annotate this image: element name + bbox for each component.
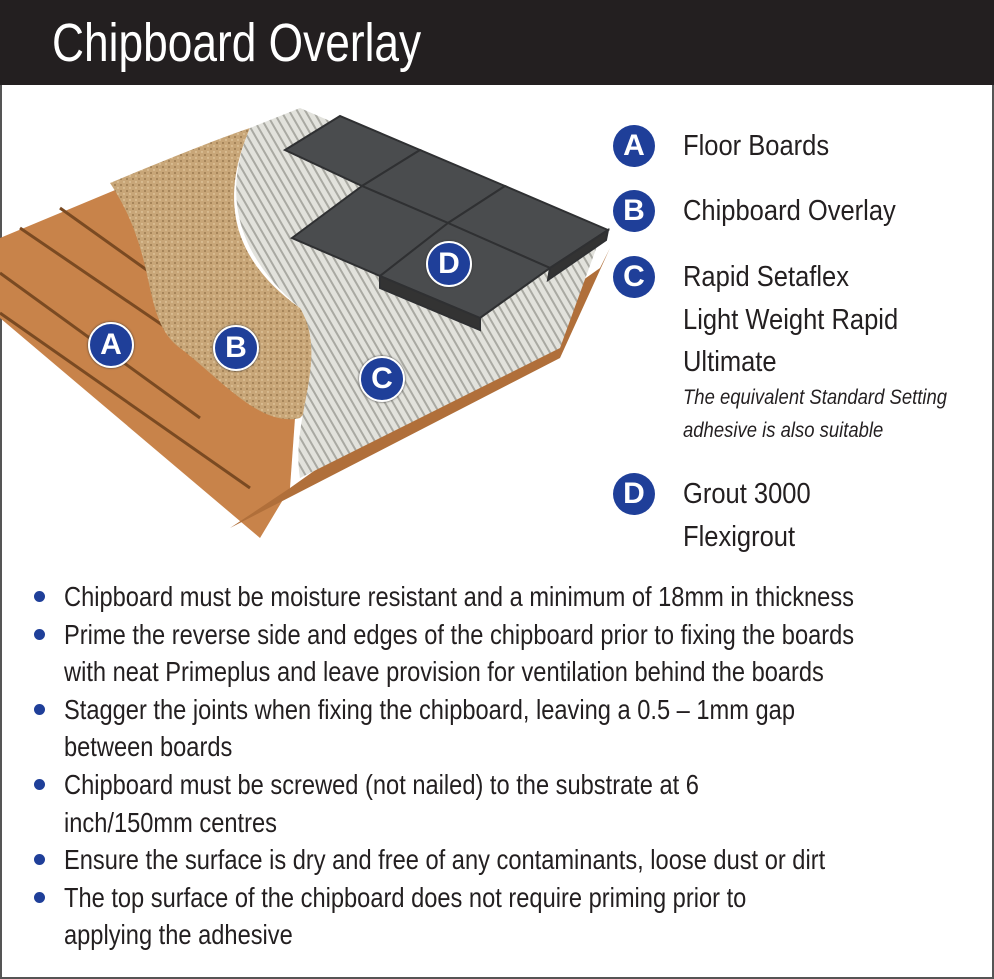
legend-note-c-1: The equivalent Standard Setting: [683, 386, 948, 409]
bullet-text: Prime the reverse side and edges of the …: [64, 618, 855, 650]
legend-label-c-1: Rapid Setaflex: [683, 261, 849, 293]
tiles: [282, 114, 611, 332]
legend-label-d-2: Flexigrout: [683, 521, 796, 553]
bullet-item: Prime the reverse side and edges of the …: [0, 616, 994, 691]
diagram-label-a: A: [88, 322, 134, 368]
bullet-dot: [34, 591, 45, 602]
bullet-dot: [34, 628, 45, 640]
bullet-item: The top surface of the chipboard does no…: [0, 879, 994, 954]
bullet-text: inch/150mm centres: [64, 806, 277, 838]
diagram-label-c: C: [359, 356, 405, 402]
legend-label-c-3: Ultimate: [683, 346, 777, 378]
legend-label-c-2: Light Weight Rapid: [683, 304, 899, 336]
bullet-text: The top surface of the chipboard does no…: [64, 881, 747, 913]
bullet-dot: [34, 854, 45, 866]
layer-illustration: [0, 108, 611, 538]
bullet-text: between boards: [64, 731, 233, 763]
page-title: Chipboard Overlay: [52, 13, 422, 73]
bullet-dot: [34, 891, 45, 903]
bullet-text: Chipboard must be screwed (not nailed) t…: [64, 768, 699, 800]
bullet-item: Chipboard must be screwed (not nailed) t…: [0, 766, 994, 841]
legend-badge-d: D: [613, 473, 655, 515]
bullet-text: applying the adhesive: [64, 919, 293, 951]
bullet-item: Ensure the surface is dry and free of an…: [0, 841, 994, 879]
legend-badge-a: A: [613, 125, 655, 167]
bullet-text: with neat Primeplus and leave provision …: [64, 656, 824, 688]
legend-label-d-1: Grout 3000: [683, 478, 811, 510]
bullet-text: Chipboard must be moisture resistant and…: [64, 581, 854, 612]
legend-label-b: Chipboard Overlay: [683, 195, 896, 227]
bullet-item: Chipboard must be moisture resistant and…: [0, 578, 994, 616]
bullet-dot: [34, 703, 45, 715]
bullet-list: Chipboard must be moisture resistant and…: [0, 578, 994, 954]
diagram-label-d: D: [426, 241, 472, 287]
bullet-item: Stagger the joints when fixing the chipb…: [0, 691, 994, 766]
legend-badge-b: B: [613, 190, 655, 232]
legend-label-a: Floor Boards: [683, 130, 830, 162]
legend-note-c-2: adhesive is also suitable: [683, 419, 884, 442]
chipboard-layer: [110, 128, 327, 420]
bullet-text: Ensure the surface is dry and free of an…: [64, 844, 826, 876]
bullet-dot: [34, 778, 45, 790]
diagram-label-b: B: [213, 325, 259, 371]
header-bar: Chipboard Overlay: [0, 0, 994, 85]
bullet-text: Stagger the joints when fixing the chipb…: [64, 693, 795, 725]
legend-badge-c: C: [613, 256, 655, 298]
